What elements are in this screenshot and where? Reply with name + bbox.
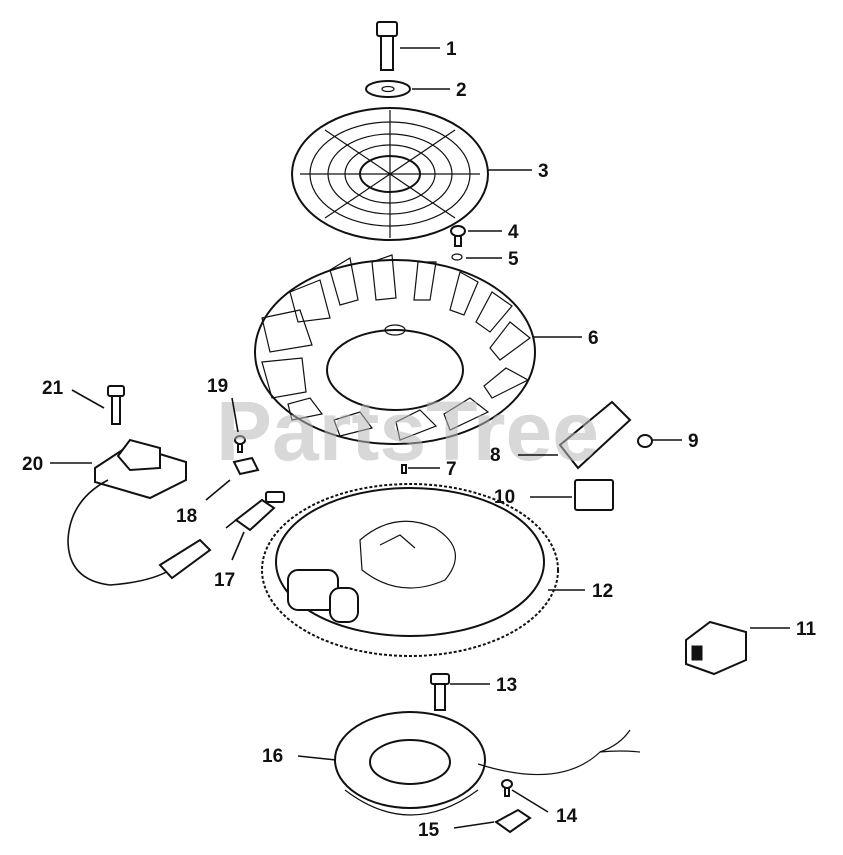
- part-19-screw: [234, 435, 246, 453]
- part-4-screw: [450, 225, 466, 247]
- part-17-connector: [225, 491, 285, 532]
- part-11-rectifier: [685, 620, 747, 676]
- part-20-ignition-module: [67, 438, 212, 586]
- part-8-magnet: [558, 400, 632, 470]
- leader-lines: [50, 47, 790, 829]
- callout-3: 3: [538, 161, 549, 182]
- part-18-clip: [232, 456, 260, 476]
- callout-7: 7: [446, 459, 457, 480]
- callout-21: 21: [42, 378, 64, 399]
- part-13-bolt: [430, 673, 450, 711]
- callout-15: 15: [418, 820, 440, 841]
- part-12-flywheel: [261, 483, 559, 657]
- part-5-lock-washer: [451, 253, 463, 261]
- part-16-alternator: [334, 711, 641, 816]
- callout-19: 19: [207, 376, 228, 397]
- part-10-spacer: [574, 479, 614, 511]
- callout-16: 16: [262, 746, 283, 767]
- callout-1: 1: [446, 39, 457, 60]
- part-3-rotating-screen: [291, 107, 489, 241]
- callout-10: 10: [494, 487, 515, 508]
- part-6-fan: [254, 254, 536, 445]
- callout-6: 6: [588, 328, 599, 349]
- callout-11: 11: [796, 619, 817, 640]
- callout-20: 20: [22, 454, 43, 475]
- callout-12: 12: [592, 581, 613, 602]
- callout-17: 17: [214, 570, 235, 591]
- callout-18: 18: [176, 506, 197, 527]
- part-9-screw: [637, 434, 653, 448]
- callout-9: 9: [688, 431, 699, 452]
- part-14-screw: [501, 779, 513, 797]
- part-2-washer: [365, 80, 411, 98]
- watermark: PartsTree: [216, 384, 599, 478]
- part-7-key: [401, 464, 407, 474]
- part-15-clamp: [494, 808, 532, 834]
- callout-5: 5: [508, 249, 519, 270]
- callout-4: 4: [508, 222, 519, 243]
- callout-labels: 1 2 3 4 5 6 7 8 9 10 11 12 13 14 15 16 1…: [22, 39, 817, 841]
- callout-2: 2: [456, 80, 467, 101]
- callout-8: 8: [490, 445, 501, 466]
- callout-14: 14: [556, 806, 578, 827]
- part-21-bolt: [107, 385, 125, 425]
- part-1-bolt: [376, 21, 398, 71]
- callout-13: 13: [496, 675, 517, 696]
